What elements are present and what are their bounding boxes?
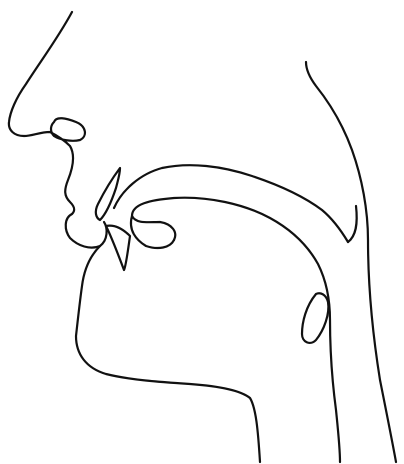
- epiglottis: [302, 293, 328, 343]
- chin-and-jaw-outline: [76, 246, 260, 462]
- velum: [348, 206, 357, 242]
- nostril: [51, 118, 85, 141]
- nose-and-upper-lip-outline: [9, 12, 74, 214]
- upper-incisor: [96, 168, 120, 220]
- lower-incisor: [106, 226, 130, 270]
- posterior-head-outline: [306, 62, 396, 462]
- tongue: [132, 198, 340, 462]
